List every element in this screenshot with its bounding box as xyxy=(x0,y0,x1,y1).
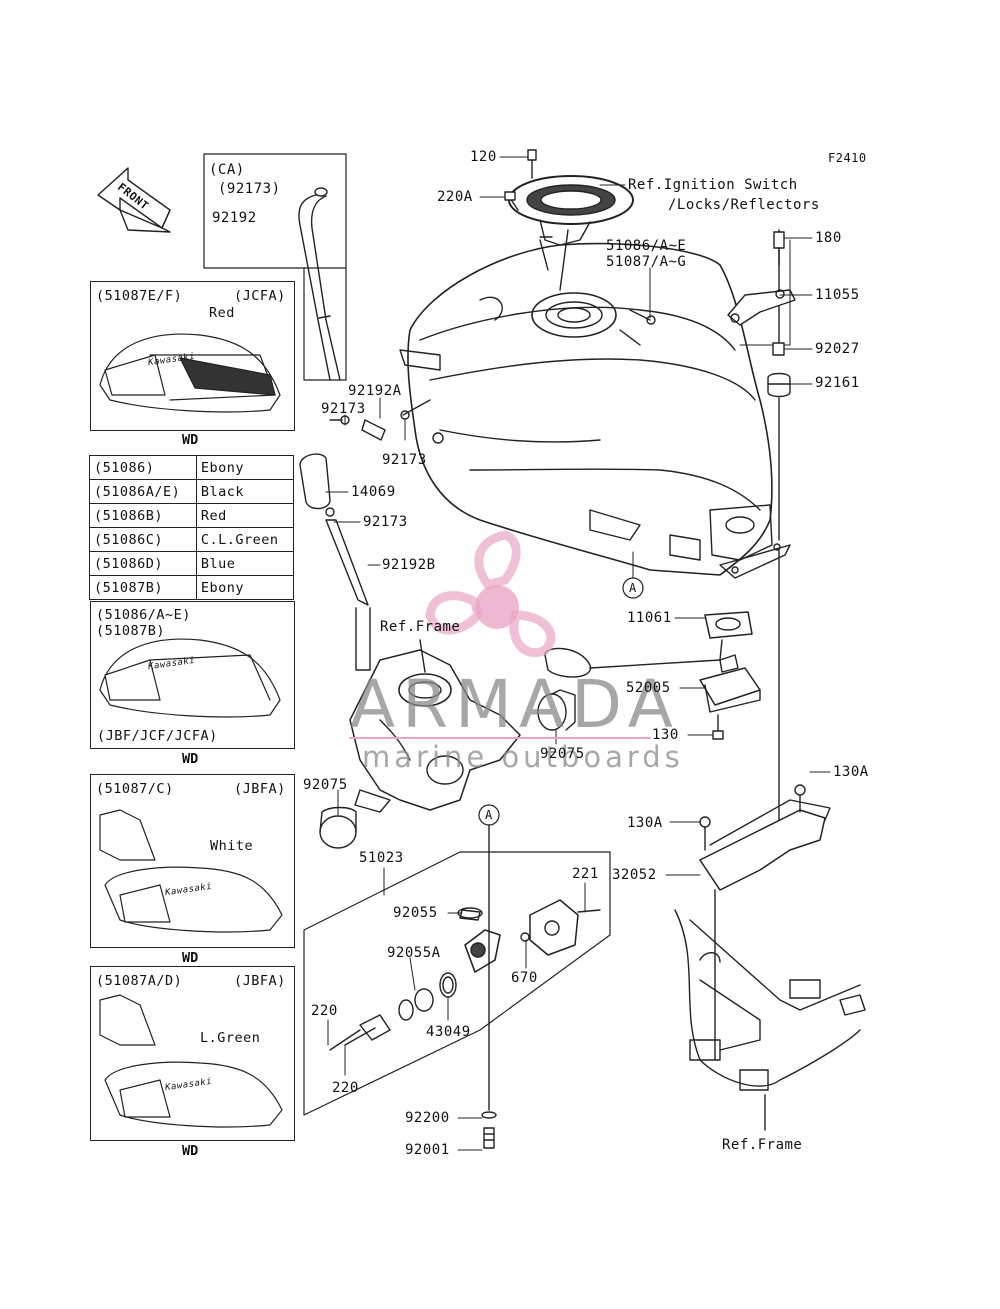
part-92055A: 92055A xyxy=(387,945,441,961)
variant-tank-2-drawing xyxy=(99,638,281,718)
variant-box-standard xyxy=(90,601,295,749)
variant-box-lgreen-code: (51087A/D) xyxy=(96,973,183,989)
figure-code: F2410 xyxy=(828,151,867,165)
part-220-upper: 220 xyxy=(311,1003,338,1019)
table-row: (51087B)Ebony xyxy=(89,575,295,600)
part-92173-c: 92173 xyxy=(363,514,408,530)
variant-box-red-color: Red xyxy=(209,305,235,321)
part-43049: 43049 xyxy=(426,1024,471,1040)
fuel-pump-drawing xyxy=(544,611,761,740)
fuel-tank-drawing xyxy=(399,236,791,579)
part-tank-51086: 51086/A~E xyxy=(606,238,687,254)
variant-box-white xyxy=(90,774,295,948)
part-52005: 52005 xyxy=(626,680,671,696)
part-220A: 220A xyxy=(437,189,473,205)
variant-box-standard-footer: WD xyxy=(182,751,199,767)
part-11061: 11061 xyxy=(627,610,672,626)
ca-hose-drawing xyxy=(203,153,347,381)
part-92055: 92055 xyxy=(393,905,438,921)
callout-a2: A xyxy=(485,808,493,822)
mount-bracket-drawing xyxy=(727,229,796,821)
ca-inset-part-92173: (92173) xyxy=(218,181,281,197)
frame-drawing xyxy=(349,639,521,813)
filler-cap-drawing xyxy=(504,149,634,291)
variant-box-lgreen-footer: WD xyxy=(182,1143,199,1159)
part-92173-b: 92173 xyxy=(382,452,427,468)
part-92161: 92161 xyxy=(815,375,860,391)
part-92192A: 92192A xyxy=(348,383,402,399)
variant-box-white-color: White xyxy=(210,838,254,854)
variant-box-standard-code2: (51087B) xyxy=(96,623,166,639)
propeller-watermark-icon xyxy=(425,530,556,658)
ref-frame-upper: Ref.Frame xyxy=(380,619,461,635)
table-row: (51086A/E)Black xyxy=(89,479,295,504)
part-130: 130 xyxy=(652,727,679,743)
part-220-lower: 220 xyxy=(332,1080,359,1096)
ref-frame-lower: Ref.Frame xyxy=(722,1137,803,1153)
damper-drawing xyxy=(319,689,576,849)
part-92200: 92200 xyxy=(405,1110,450,1126)
color-table: (51086)Ebony (51086A/E)Black (51086B)Red… xyxy=(89,455,295,600)
variant-tank-3-drawing xyxy=(99,809,283,933)
part-92075-right: 92075 xyxy=(540,746,585,762)
variant-box-red-footer: WD xyxy=(182,432,199,448)
variant-box-lgreen-frame: (JBFA) xyxy=(234,973,286,989)
table-row: (51086B)Red xyxy=(89,503,295,528)
variant-box-white-frame: (JBFA) xyxy=(234,781,286,797)
part-92075-left: 92075 xyxy=(303,777,348,793)
callout-a-circle xyxy=(622,577,644,599)
part-92192B: 92192B xyxy=(382,557,436,573)
variant-box-standard-frame: (JBF/JCF/JCFA) xyxy=(97,728,218,744)
variant-tank-4-drawing xyxy=(99,994,283,1128)
leader-lines xyxy=(325,156,831,1151)
table-row: (51086)Ebony xyxy=(89,455,295,480)
variant-box-white-code: (51087/C) xyxy=(96,781,174,797)
variant-box-red-code: (51087E/F) xyxy=(96,288,183,304)
part-32052: 32052 xyxy=(612,867,657,883)
variant-box-standard-code: (51086/A~E) xyxy=(96,607,191,623)
ca-inset-title: (CA) xyxy=(209,162,245,178)
part-92001: 92001 xyxy=(405,1142,450,1158)
part-130A-upper: 130A xyxy=(833,764,869,780)
part-14069: 14069 xyxy=(351,484,396,500)
variant-box-lgreen xyxy=(90,966,295,1141)
part-tank-51087: 51087/A~G xyxy=(606,254,687,270)
part-51023: 51023 xyxy=(359,850,404,866)
part-92027: 92027 xyxy=(815,341,860,357)
variant-box-red xyxy=(90,281,295,431)
ca-inset-part-92192: 92192 xyxy=(212,210,257,226)
front-arrow-icon xyxy=(97,167,171,233)
table-row: (51086C)C.L.Green xyxy=(89,527,295,552)
watermark-brand: ARMADA xyxy=(350,666,680,743)
watermark-tagline: marine outboards xyxy=(362,740,684,774)
part-120: 120 xyxy=(470,149,497,165)
fuel-cock-inset-drawing xyxy=(303,824,611,1149)
part-11055: 11055 xyxy=(815,287,860,303)
part-221: 221 xyxy=(572,866,599,882)
variant-box-red-frame: (JCFA) xyxy=(234,288,286,304)
part-130A-lower: 130A xyxy=(627,815,663,831)
ref-ignition-switch-line2: /Locks/Reflectors xyxy=(668,197,820,213)
callout-a: A xyxy=(629,581,637,595)
part-670: 670 xyxy=(511,970,538,986)
variant-tank-1-drawing xyxy=(99,333,281,413)
part-180: 180 xyxy=(815,230,842,246)
lower-bracket-drawing xyxy=(674,784,866,1131)
callout-a2-circle xyxy=(478,804,500,826)
variant-box-white-footer: WD xyxy=(182,950,199,966)
ref-ignition-switch-line1: Ref.Ignition Switch xyxy=(628,177,798,193)
table-row: (51086D)Blue xyxy=(89,551,295,576)
variant-box-lgreen-color: L.Green xyxy=(200,1030,261,1046)
breather-hose-drawing xyxy=(299,399,431,671)
part-92173-a: 92173 xyxy=(321,401,366,417)
